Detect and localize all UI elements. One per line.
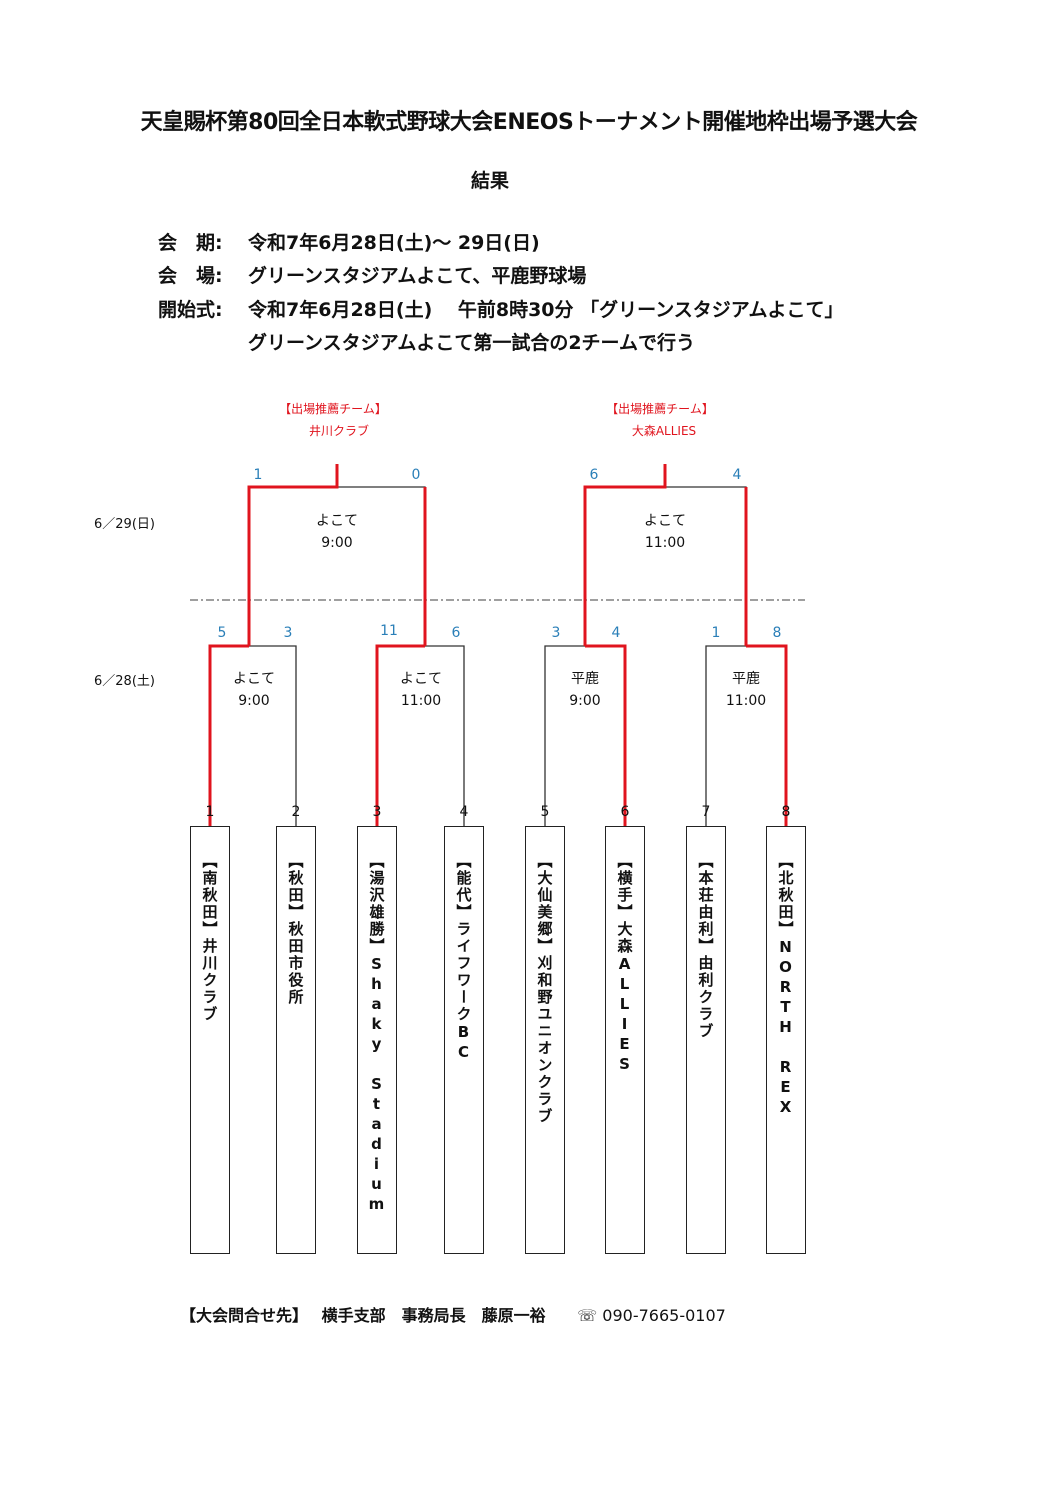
team-box-5: 【大仙美郷】刈和野ユニオンクラブ: [525, 826, 565, 1254]
contact-info: 【大会問合せ先】 横手支部 事務局長 藤原一裕 ☏ 090-7665-0107: [180, 1302, 726, 1326]
team-name: 【北秋田】NORTH REX: [776, 853, 795, 1118]
match-venue-name: 平鹿: [732, 671, 760, 687]
team-name: 【能代】ライフワークBC: [454, 853, 473, 1063]
match-time: 11:00: [644, 535, 686, 551]
score-r1m3-left: 3: [551, 625, 561, 641]
score-r1m4-left: 1: [711, 625, 721, 641]
score-final2-right: 4: [732, 467, 742, 483]
team-box-7: 【本荘由利】由利クラブ: [686, 826, 726, 1254]
match-venue-r1m3: 平鹿 9:00: [525, 668, 645, 712]
winner-path: [585, 644, 627, 826]
contact-phone: ☏ 090-7665-0107: [577, 1306, 726, 1325]
match-venue-r1m1: よこて 9:00: [194, 668, 314, 712]
date-day2: 6／29(日): [94, 517, 155, 532]
slot-number-1: 1: [205, 804, 215, 820]
match-time: 11:00: [400, 693, 442, 709]
team-name: 【本荘由利】由利クラブ: [696, 853, 715, 1040]
score-r1m1-right: 3: [283, 625, 293, 641]
winner-path: [746, 644, 788, 826]
team-name: 【湯沢雄勝】Shaky Stadium: [367, 853, 386, 1215]
info-opening-note: グリーンスタジアムよこて第一試合の2チームで行う: [248, 332, 695, 354]
match-time: 9:00: [238, 693, 270, 709]
slot-number-6: 6: [620, 804, 630, 820]
info-venue-value: グリーンスタジアムよこて、平鹿野球場: [248, 265, 587, 287]
contact-org: 横手支部 事務局長 藤原一裕: [321, 1306, 546, 1325]
info-opening-label: 開始式:: [158, 299, 223, 321]
recommended-team-2: 大森ALLIES: [631, 424, 697, 438]
match-venue-final2: よこて 11:00: [605, 510, 725, 554]
team-name: 【秋田】秋田市役所: [286, 853, 305, 1006]
info-period-label: 会 期:: [158, 232, 223, 254]
info-venue: 会 場: グリーンスタジアムよこて、平鹿野球場: [158, 261, 586, 288]
team-name: 【南秋田】井川クラブ: [200, 853, 219, 1023]
match-venue-r1m4: 平鹿 11:00: [686, 668, 806, 712]
team-name: 【大仙美郷】刈和野ユニオンクラブ: [535, 853, 554, 1125]
slot-number-7: 7: [701, 804, 711, 820]
slot-number-4: 4: [459, 804, 469, 820]
score-r1m1-left: 5: [217, 625, 227, 641]
page-title: 天皇賜杯第80回全日本軟式野球大会ENEOSトーナメント開催地枠出場予選大会: [140, 110, 918, 135]
info-opening: 開始式: 令和7年6月28日(土) 午前8時30分 「グリーンスタジアムよこて」: [158, 295, 843, 322]
match-time: 9:00: [569, 693, 601, 709]
match-venue-name: よこて: [400, 671, 442, 687]
slot-number-3: 3: [372, 804, 382, 820]
team-box-8: 【北秋田】NORTH REX: [766, 826, 806, 1254]
score-final2-left: 6: [589, 467, 599, 483]
winner-path: [247, 464, 339, 646]
score-final1-right: 0: [411, 467, 421, 483]
match-venue-name: よこて: [316, 513, 358, 529]
match-venue-final1: よこて 9:00: [277, 510, 397, 554]
slot-number-5: 5: [540, 804, 550, 820]
score-r1m2-right: 6: [451, 625, 461, 641]
team-box-4: 【能代】ライフワークBC: [444, 826, 484, 1254]
page-subtitle: 結果: [470, 170, 509, 192]
match-venue-name: 平鹿: [571, 671, 599, 687]
match-venue-name: よこて: [644, 513, 686, 529]
info-period-value: 令和7年6月28日(土)～ 29日(日): [248, 232, 540, 254]
winner-path: [208, 644, 249, 826]
info-venue-label: 会 場:: [158, 265, 223, 287]
recommended-label-2: 【出場推薦チーム】: [606, 402, 714, 416]
team-box-3: 【湯沢雄勝】Shaky Stadium: [357, 826, 397, 1254]
contact-label: 【大会問合せ先】: [180, 1306, 309, 1325]
team-box-1: 【南秋田】井川クラブ: [190, 826, 230, 1254]
score-r1m2-left: 11: [380, 623, 398, 639]
winner-path: [375, 644, 425, 826]
recommended-label-1: 【出場推薦チーム】: [279, 402, 387, 416]
date-day1: 6／28(土): [94, 674, 155, 689]
score-r1m4-right: 8: [772, 625, 782, 641]
slot-number-2: 2: [291, 804, 301, 820]
info-period: 会 期: 令和7年6月28日(土)～ 29日(日): [158, 228, 540, 255]
winner-path: [583, 464, 667, 646]
team-name: 【横手】大森ALLIES: [615, 853, 634, 1075]
score-final1-left: 1: [253, 467, 263, 483]
match-time: 11:00: [725, 693, 767, 709]
info-opening-value: 令和7年6月28日(土) 午前8時30分 「グリーンスタジアムよこて」: [248, 299, 844, 321]
slot-number-8: 8: [781, 804, 791, 820]
score-r1m3-right: 4: [611, 625, 621, 641]
match-venue-r1m2: よこて 11:00: [361, 668, 481, 712]
match-time: 9:00: [321, 535, 353, 551]
match-venue-name: よこて: [233, 671, 275, 687]
team-box-2: 【秋田】秋田市役所: [276, 826, 316, 1254]
recommended-team-1: 井川クラブ: [308, 424, 369, 438]
team-box-6: 【横手】大森ALLIES: [605, 826, 645, 1254]
